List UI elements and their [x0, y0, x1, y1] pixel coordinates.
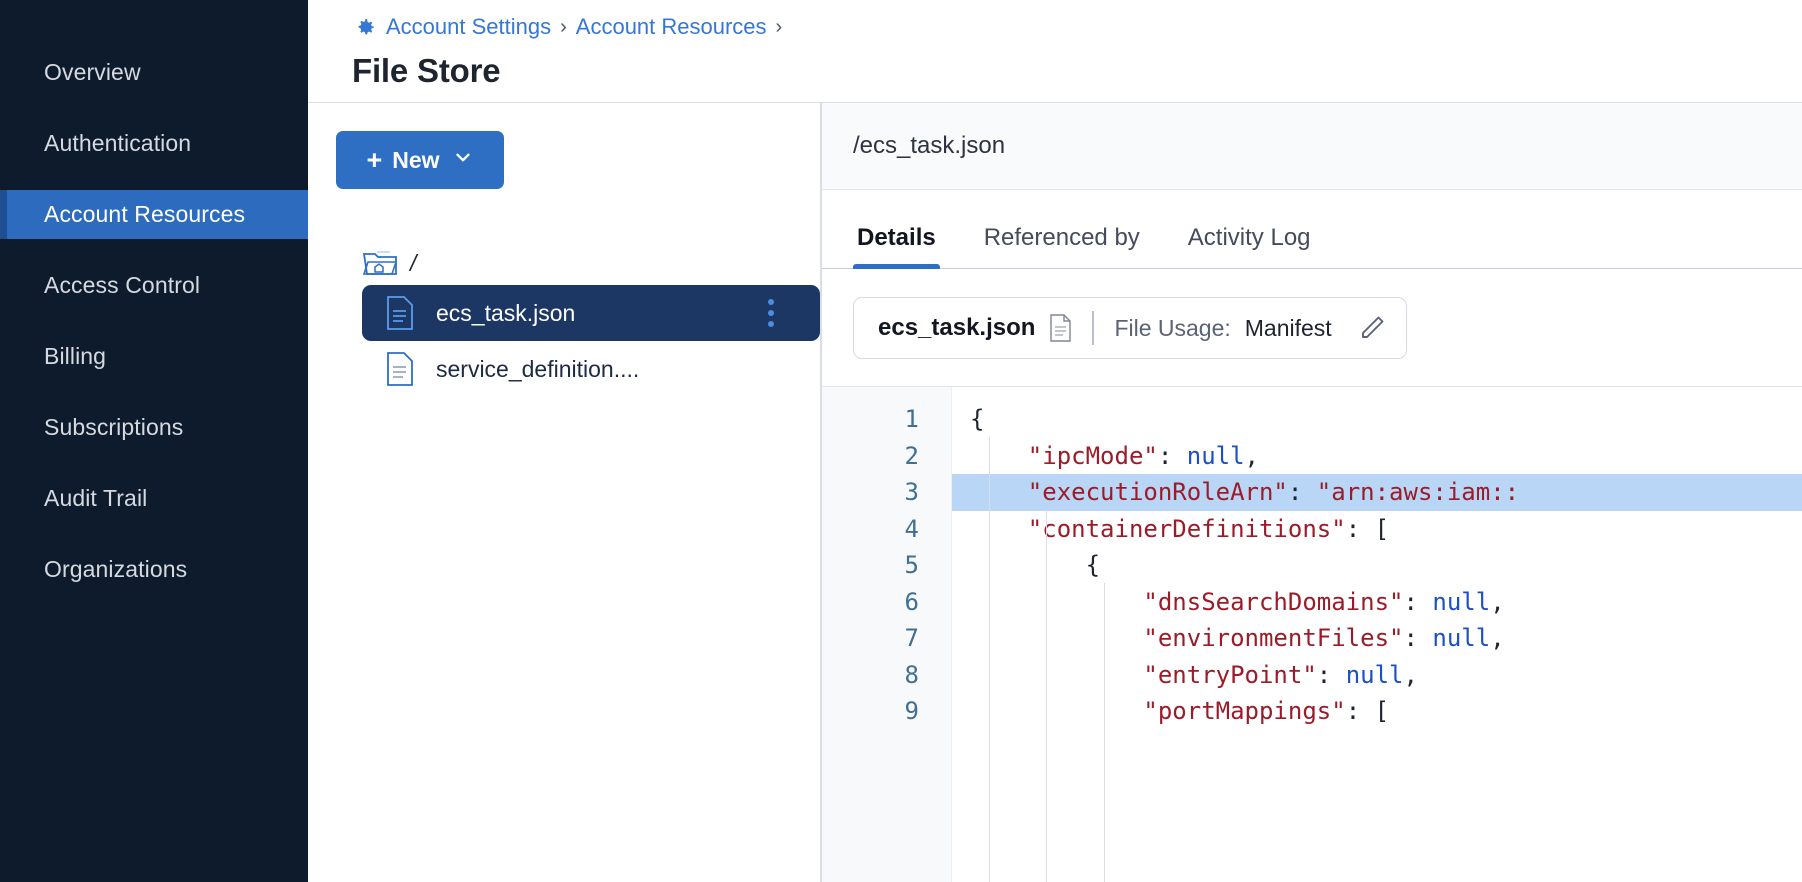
sidebar-item-label: Organizations — [44, 556, 188, 582]
line-number: 3 — [904, 478, 919, 506]
breadcrumb-separator-trailing: › — [775, 15, 783, 38]
sidebar-item-label: Authentication — [44, 130, 192, 156]
file-path-bar: /ecs_task.json — [822, 103, 1802, 190]
sidebar-item-audit-trail[interactable]: Audit Trail — [0, 474, 308, 523]
sidebar-item-access-control[interactable]: Access Control — [0, 261, 308, 310]
line-number: 5 — [904, 551, 919, 579]
line-number: 2 — [904, 441, 919, 470]
sidebar-spacer — [0, 239, 308, 261]
usage-file-name: ecs_task.json — [878, 314, 1036, 341]
code-content[interactable]: { "ipcMode": null, "executionRoleArn": "… — [952, 387, 1802, 882]
new-button-label: New — [392, 146, 440, 173]
tab-referenced-by[interactable]: Referenced by — [983, 224, 1140, 251]
file-list-item[interactable]: service_definition.... — [362, 341, 820, 397]
file-usage-box: ecs_task.json File Usage: Manifest — [853, 297, 1407, 359]
gear-icon — [352, 15, 377, 40]
file-list: ecs_task.json service_definition.... — [336, 285, 820, 397]
line-number: 1 — [904, 405, 919, 433]
code-line[interactable]: { — [970, 405, 985, 433]
line-number: 6 — [904, 587, 919, 616]
code-line[interactable]: "dnsSearchDomains": null, — [1143, 587, 1505, 616]
tab-activity-log[interactable]: Activity Log — [1187, 224, 1311, 251]
code-line[interactable]: "environmentFiles": null, — [1143, 624, 1505, 652]
page-header: Account Settings › Account Resources › F… — [308, 0, 1802, 103]
content-area: Account Settings › Account Resources › F… — [308, 0, 1802, 882]
chevron-down-icon — [452, 146, 474, 174]
line-number: 8 — [904, 660, 919, 689]
file-json-icon — [386, 352, 414, 386]
line-number-gutter: 1 2 3 4 5 6 7 8 9 — [822, 387, 952, 882]
indent-guide — [1046, 510, 1047, 882]
document-icon — [1049, 314, 1072, 342]
file-name-label: service_definition.... — [436, 355, 640, 382]
code-line[interactable]: "containerDefinitions": [ — [1027, 514, 1390, 543]
tab-details[interactable]: Details — [853, 224, 940, 269]
kebab-menu-icon[interactable] — [768, 299, 774, 327]
code-line[interactable]: "portMappings": [ — [1143, 697, 1390, 725]
code-line[interactable]: { — [1085, 551, 1101, 579]
sidebar-item-label: Overview — [44, 59, 141, 85]
pencil-edit-icon[interactable] — [1358, 314, 1386, 342]
file-list-item[interactable]: ecs_task.json — [362, 285, 820, 341]
detail-tabs: Details Referenced by Activity Log — [822, 190, 1802, 269]
usage-value: Manifest — [1244, 314, 1332, 341]
file-name-label: ecs_task.json — [436, 299, 576, 326]
tree-root-folder[interactable]: / — [336, 241, 820, 285]
sidebar-item-label: Subscriptions — [44, 414, 184, 440]
sidebar-spacer — [0, 310, 308, 332]
usage-label: File Usage: — [1114, 314, 1231, 341]
file-tree-pane: + New — [308, 103, 822, 882]
sidebar-item-organizations[interactable]: Organizations — [0, 545, 308, 594]
sidebar-item-subscriptions[interactable]: Subscriptions — [0, 403, 308, 452]
code-line[interactable]: "ipcMode": null, — [1027, 441, 1259, 470]
line-number: 9 — [904, 697, 919, 725]
sidebar-item-label: Billing — [44, 343, 107, 369]
sidebar-item-billing[interactable]: Billing — [0, 332, 308, 381]
sidebar-spacer — [0, 523, 308, 545]
sidebar-item-label: Account Resources — [44, 201, 246, 227]
page-title: File Store — [352, 52, 501, 89]
breadcrumb-item-account-resources[interactable]: Account Resources — [575, 14, 767, 39]
breadcrumb-item-account-settings[interactable]: Account Settings — [386, 14, 552, 39]
sidebar-item-overview[interactable]: Overview — [0, 48, 308, 97]
file-json-icon — [386, 296, 414, 330]
sidebar-item-label: Audit Trail — [44, 485, 148, 511]
tree-root-label: / — [410, 249, 417, 276]
sidebar-item-account-resources[interactable]: Account Resources — [0, 190, 308, 239]
detail-pane: /ecs_task.json Details Referenced by Activ… — [822, 103, 1802, 882]
plus-icon: + — [366, 144, 383, 175]
line-number: 7 — [904, 624, 919, 652]
indent-guide — [988, 437, 990, 882]
sidebar-spacer — [0, 452, 308, 474]
breadcrumb-separator: › — [560, 15, 567, 38]
folder-home-icon — [362, 248, 398, 278]
panes: + New — [308, 103, 1802, 882]
new-button[interactable]: + New — [336, 131, 504, 189]
sidebar-spacer — [0, 381, 308, 403]
sidebar-spacer — [0, 168, 308, 190]
indent-guide — [1103, 583, 1105, 882]
code-editor[interactable]: 1 2 3 4 5 6 7 8 9 { "ipcMode": null, "executionR… — [822, 386, 1802, 882]
file-path-text: /ecs_task.json — [853, 132, 1006, 159]
code-line[interactable]: "executionRoleArn": "arn:aws:iam:: — [952, 474, 1802, 511]
breadcrumb: Account Settings › Account Resources › — [352, 6, 1802, 48]
sidebar-item-label: Access Control — [44, 272, 201, 298]
line-number: 4 — [904, 514, 919, 543]
file-usage-section: ecs_task.json File Usage: Manifest — [822, 269, 1802, 359]
sidebar-spacer — [0, 97, 308, 119]
sidebar-item-authentication[interactable]: Authentication — [0, 119, 308, 168]
code-line[interactable]: "entryPoint": null, — [1143, 660, 1418, 689]
usage-divider — [1092, 311, 1095, 345]
file-tree: / ecs_task.json service_definition.... — [336, 241, 820, 397]
